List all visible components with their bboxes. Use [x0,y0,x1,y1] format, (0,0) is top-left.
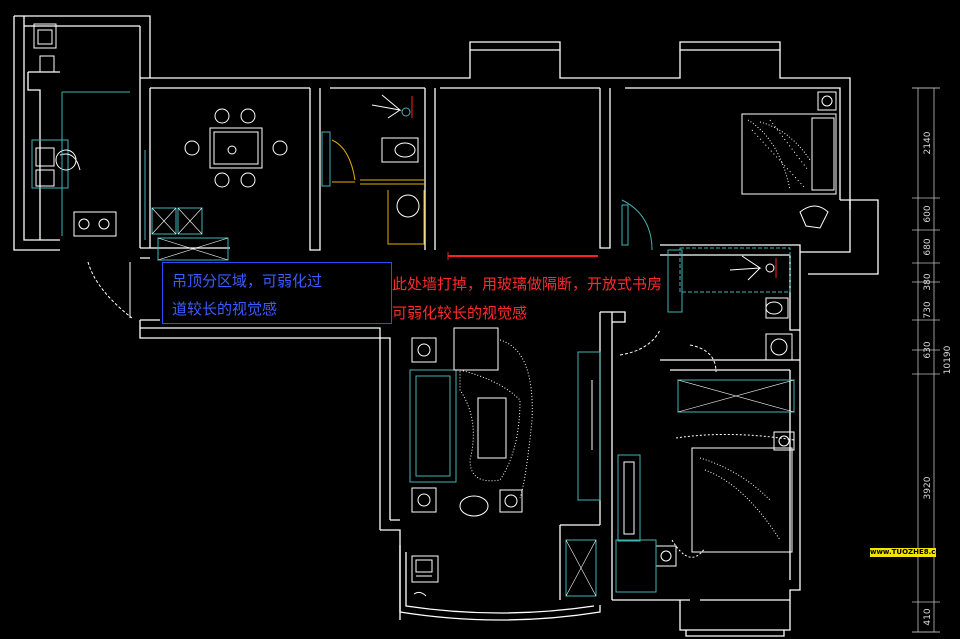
bedroom1-furniture [621,91,837,246]
dimension-segment-label: 410 [923,608,933,625]
glass-partition-line [447,252,598,260]
dimension-segment-label: 680 [923,238,933,255]
ceiling-zone-annotation-line1: 吊顶分区域，可弱化过 [172,272,323,290]
ceiling-zone-annotation-box [162,262,392,324]
dimension-segment-label: 600 [923,205,933,222]
wall-removal-annotation-line1: 此处墙打掉，用玻璃做隔断，开放式书房 [392,275,663,293]
bathroom1-fixtures [321,94,420,218]
wall-removal-annotation-line2: 可弱化较长的视觉感 [392,304,528,322]
kitchen-fixtures [31,23,130,237]
dimension-segment-label: 2140 [923,131,933,154]
dimension-segment-label: 630 [923,341,933,358]
ceiling-zone-annotation-line2: 道较长的视觉感 [172,300,278,318]
bedroom2-furniture [565,379,795,597]
bathroom2-fixtures [667,247,793,361]
watermark-badge: www.TUOZHE8.com [870,548,948,557]
dimension-total-label: 10190 [943,345,953,374]
dimension-segment-label: 3920 [923,476,933,499]
dining-side-cabinets [144,150,229,261]
dimension-labels: 2140 600 680 380 730 630 3920 410 [923,131,933,625]
dimension-segment-label: 730 [923,301,933,318]
dining-table-set [184,108,288,188]
dimension-lines [912,87,940,633]
walls [13,15,879,637]
doors [87,139,717,373]
balcony-washer [411,555,439,597]
dimension-segment-label: 380 [923,273,933,290]
living-room-furniture [409,327,601,517]
